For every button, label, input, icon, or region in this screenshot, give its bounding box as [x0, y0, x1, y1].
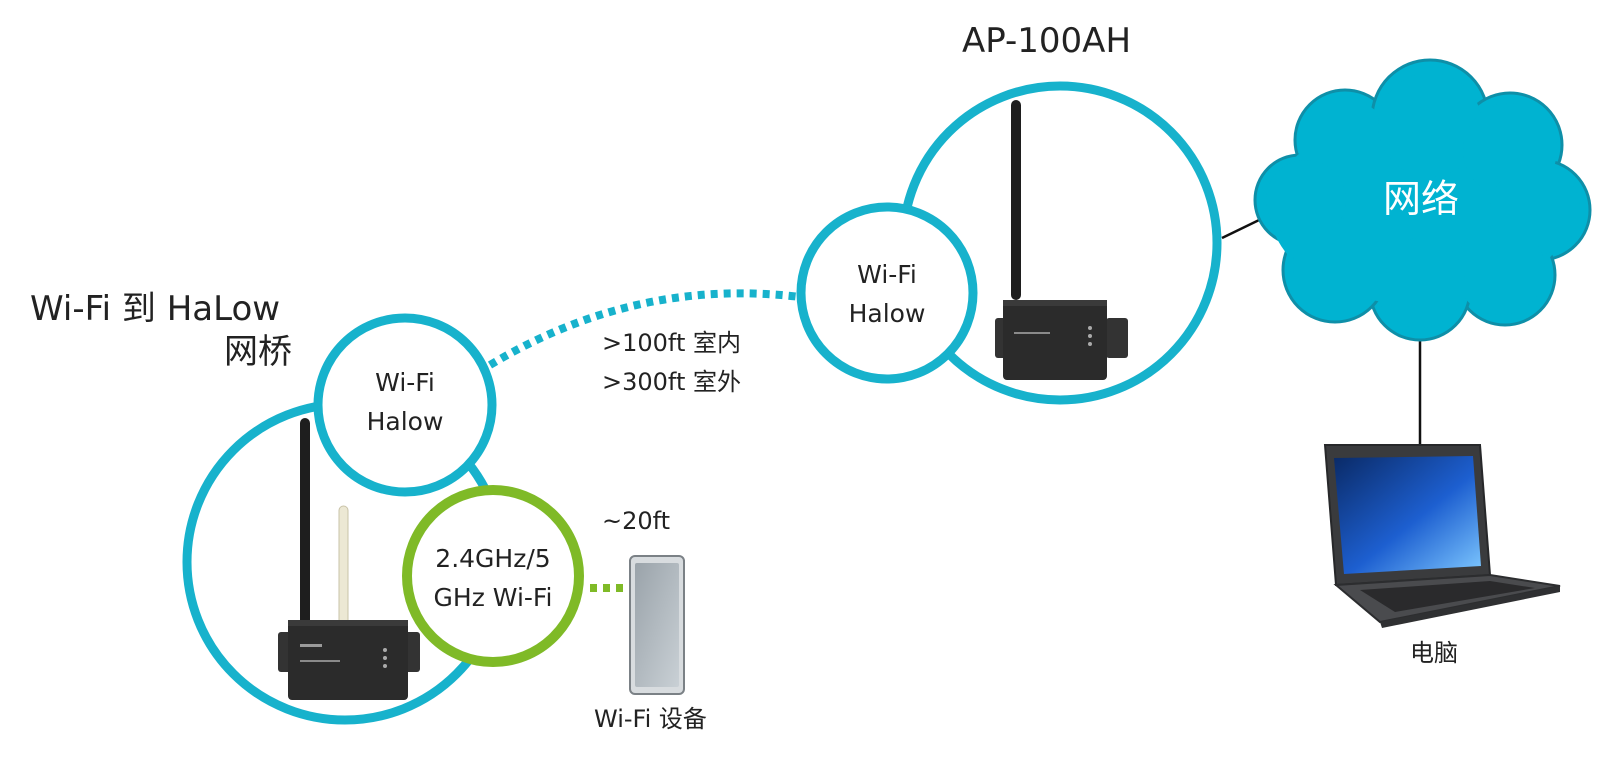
- network-label: 网络: [1383, 177, 1460, 221]
- ap-title: AP-100AH: [962, 21, 1132, 61]
- bridge-halow-ring: [313, 313, 497, 497]
- access-point-router-icon: [995, 100, 1128, 380]
- bridge-halow-line2: Halow: [366, 407, 444, 436]
- ap-halow-ring-label: Wi-Fi Halow: [822, 255, 952, 333]
- bridge-wifi-ring: [402, 485, 584, 667]
- wifi-device-label: Wi-Fi 设备: [594, 705, 707, 733]
- bridge-title-line2: 网桥: [224, 332, 292, 372]
- bridge-title-line1: Wi-Fi 到 HaLow: [30, 289, 281, 329]
- bridge-wifi-line2: GHz Wi-Fi: [433, 583, 553, 612]
- wifi-range-label: ~20ft: [602, 507, 671, 535]
- range-indoor: >100ft 室内: [602, 329, 741, 357]
- ap-halow-line1: Wi-Fi: [857, 260, 917, 289]
- bridge-halow-line1: Wi-Fi: [375, 368, 435, 397]
- bridge-wifi-ring-label: 2.4GHz/5 GHz Wi-Fi: [413, 539, 573, 617]
- laptop-icon: [1323, 444, 1561, 628]
- halow-bridge-router-icon: [278, 418, 420, 700]
- range-outdoor: >300ft 室外: [602, 368, 741, 396]
- halow-link-dotted: [487, 289, 809, 369]
- computer-label: 电脑: [1410, 639, 1458, 667]
- bridge-halow-ring-label: Wi-Fi Halow: [340, 363, 470, 441]
- ap-halow-line2: Halow: [848, 299, 926, 328]
- ap-halow-ring: [796, 202, 978, 384]
- bridge-wifi-line1: 2.4GHz/5: [435, 544, 551, 573]
- tablet-icon: [629, 555, 685, 695]
